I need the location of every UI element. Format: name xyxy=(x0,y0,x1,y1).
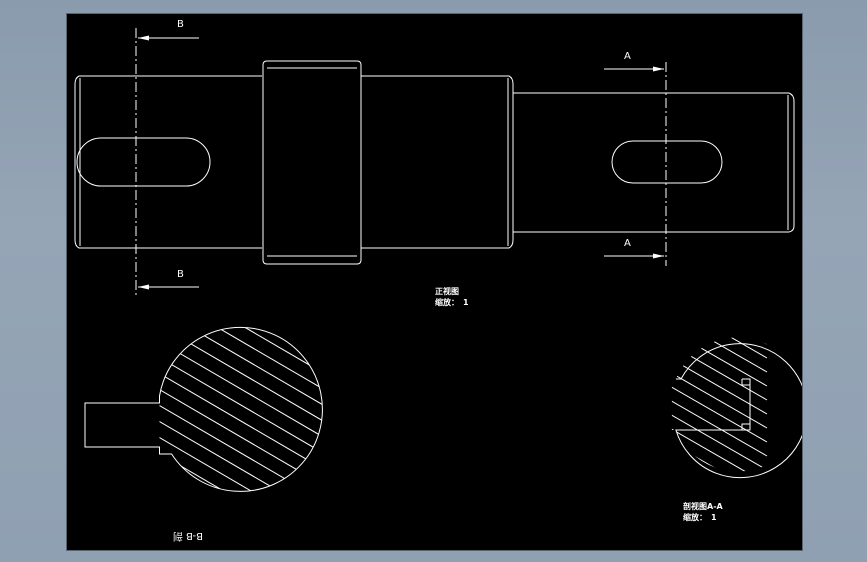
front-view-caption: 正视图 缩放： 1 xyxy=(435,286,469,307)
section-b-caption: B-B 剖 xyxy=(173,530,203,543)
section-cut-b: B B xyxy=(135,19,199,296)
section-a-bottom-label: A xyxy=(624,238,631,249)
front-view-scale-value: 1 xyxy=(463,298,469,307)
front-view-scale-label: 缩放： xyxy=(435,297,459,307)
section-b-hatching xyxy=(159,327,323,492)
drawing-viewport[interactable]: B B A A 正视图 缩放： 1 xyxy=(66,13,803,551)
section-a-scale-label: 缩放： xyxy=(683,512,707,522)
section-b-view: B-B 剖 xyxy=(84,326,323,543)
section-a-hatching xyxy=(671,337,768,472)
section-a-scale-value: 1 xyxy=(711,513,717,522)
section-a-top-label: A xyxy=(624,51,631,62)
section-a-title: 剖视图A-A xyxy=(683,501,724,511)
cad-drawing: B B A A 正视图 缩放： 1 xyxy=(74,19,802,543)
section-cut-a: A A xyxy=(604,51,667,266)
front-view-title: 正视图 xyxy=(435,286,459,296)
section-b-top-label: B xyxy=(177,19,184,30)
shaft-front-view xyxy=(74,60,795,265)
section-a-view: 剖视图A-A 缩放： 1 xyxy=(671,337,802,522)
section-b-bottom-label: B xyxy=(177,269,184,280)
